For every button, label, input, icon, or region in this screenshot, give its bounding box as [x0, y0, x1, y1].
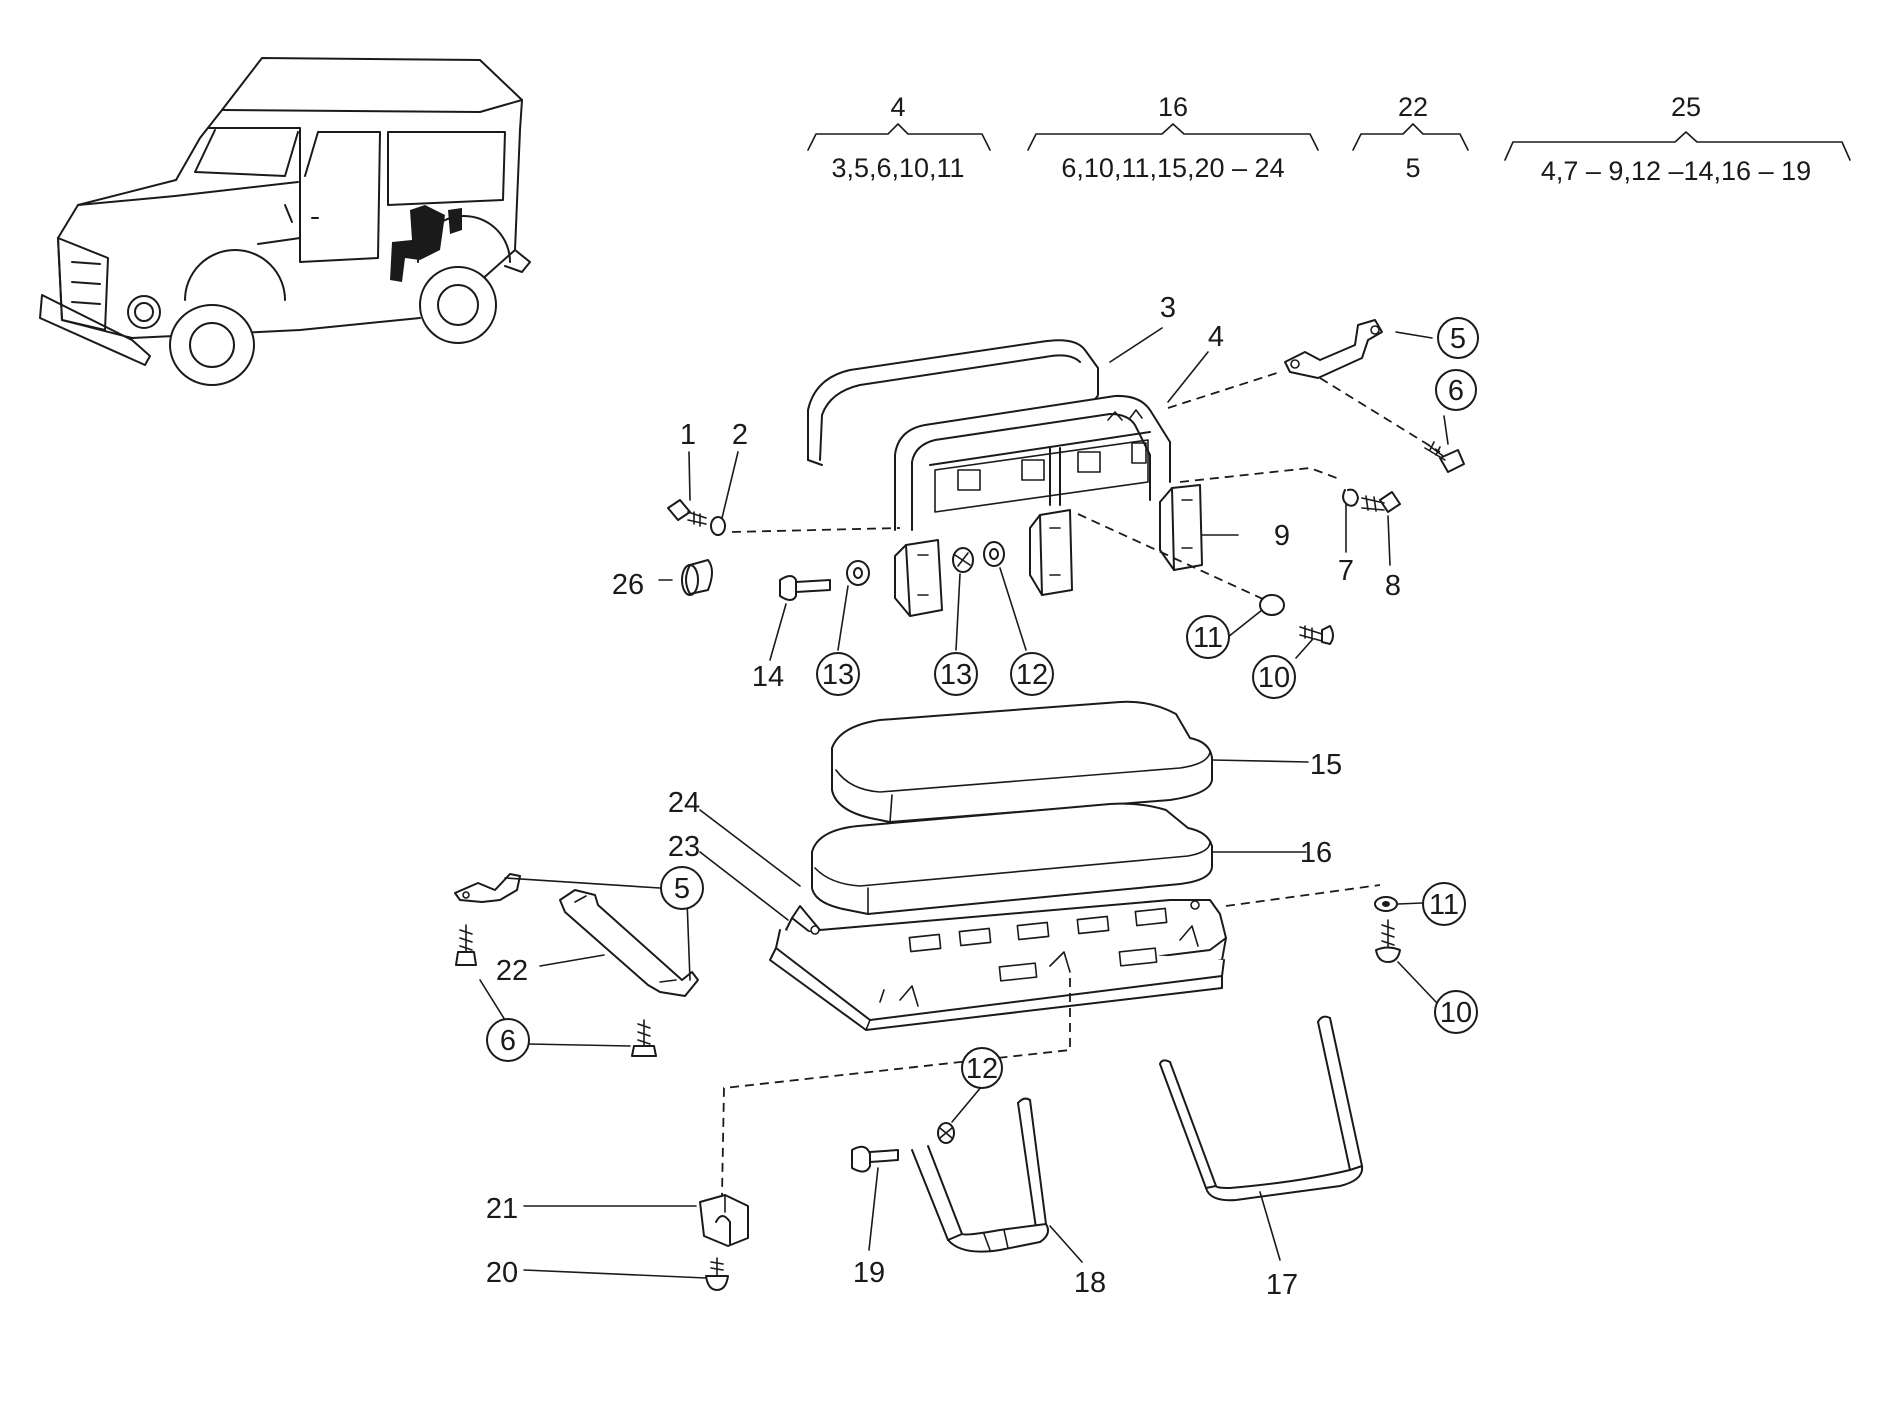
part-label-7: 7 — [1338, 555, 1354, 587]
svg-text:10: 10 — [1440, 997, 1472, 1029]
part-label-15: 15 — [1310, 749, 1342, 781]
washer-7 — [1342, 488, 1359, 507]
group-parts-list: 4,7 – 9,12 –14,16 – 19 — [1541, 156, 1811, 186]
upper-bracket — [1284, 319, 1383, 379]
washer-left-2 — [710, 516, 726, 536]
leg-18 — [911, 1097, 1049, 1253]
svg-text:5: 5 — [674, 873, 690, 905]
part-label-3: 3 — [1160, 292, 1176, 324]
svg-text:12: 12 — [1016, 659, 1048, 691]
circled-label-5-upper: 5 — [1437, 317, 1479, 359]
part-labels: 3 4 1 2 9 7 8 26 14 15 16 24 23 22 21 20… — [486, 292, 1401, 1301]
washer-13b — [952, 547, 974, 573]
assembly-line — [1167, 371, 1281, 409]
part-label-4: 4 — [1208, 321, 1224, 353]
group-parts-list: 6,10,11,15,20 – 24 — [1061, 153, 1284, 183]
leader-lines — [479, 327, 1449, 1279]
strap-22 — [559, 889, 699, 997]
svg-text:10: 10 — [1258, 662, 1290, 694]
assembly-line — [1225, 884, 1381, 907]
pivot-bolt-19 — [851, 1145, 899, 1173]
washer-13a — [846, 560, 870, 586]
screw-upper-6 — [1424, 441, 1465, 473]
group-header-4: 25 4,7 – 9,12 –14,16 – 19 — [1504, 92, 1851, 186]
leg-17 — [1159, 1015, 1364, 1202]
svg-text:12: 12 — [966, 1053, 998, 1085]
washer-12a — [983, 541, 1005, 567]
svg-text:11: 11 — [1193, 622, 1223, 654]
circled-label-11-upper: 11 — [1186, 615, 1230, 659]
part-label-18: 18 — [1074, 1267, 1106, 1299]
circled-label-10-upper: 10 — [1252, 655, 1296, 699]
washer-11a — [1259, 594, 1285, 616]
group-number: 25 — [1671, 92, 1701, 122]
part-label-22: 22 — [496, 955, 528, 987]
circled-label-6-upper: 6 — [1435, 369, 1477, 411]
part-label-16: 16 — [1300, 837, 1332, 869]
group-number: 4 — [890, 92, 905, 122]
pivot-bolt-14 — [779, 575, 831, 601]
screw-left-6 — [455, 924, 477, 966]
part-label-9: 9 — [1274, 520, 1290, 552]
svg-text:6: 6 — [1448, 375, 1464, 407]
circled-label-13-left: 13 — [816, 652, 860, 696]
spacer-26 — [681, 559, 713, 596]
svg-text:6: 6 — [500, 1025, 516, 1057]
group-header-1: 4 3,5,6,10,11 — [807, 92, 991, 183]
clip-21 — [699, 1194, 749, 1247]
screw-left-1 — [667, 499, 707, 527]
seat-cushion-15 — [831, 700, 1213, 823]
screw-10b — [1375, 919, 1401, 963]
group-number: 16 — [1158, 92, 1188, 122]
part-label-8: 8 — [1385, 570, 1401, 602]
group-parts-list: 5 — [1405, 153, 1420, 183]
small-bracket-5 — [454, 873, 521, 903]
part-label-1: 1 — [680, 419, 696, 451]
assembly-line — [1179, 467, 1343, 483]
seat-frame — [769, 899, 1227, 1031]
group-header-2: 16 6,10,11,15,20 – 24 — [1027, 92, 1319, 183]
part-label-17: 17 — [1266, 1269, 1298, 1301]
washer-11b — [1374, 896, 1398, 912]
part-label-14: 14 — [752, 661, 784, 693]
screw-20 — [705, 1257, 729, 1291]
circled-label-11-lower: 11 — [1422, 882, 1466, 926]
circled-label-12-lower: 12 — [961, 1047, 1003, 1089]
svg-text:11: 11 — [1429, 889, 1459, 921]
part-label-20: 20 — [486, 1257, 518, 1289]
washer-12b — [937, 1122, 955, 1144]
group-number: 22 — [1398, 92, 1428, 122]
part-label-26: 26 — [612, 569, 644, 601]
group-header-3: 22 5 — [1352, 92, 1469, 183]
screw-10a — [1299, 625, 1334, 645]
circled-label-13-right: 13 — [934, 652, 978, 696]
screw-8 — [1361, 491, 1401, 513]
backrest-frame — [894, 394, 1171, 531]
part-label-21: 21 — [486, 1193, 518, 1225]
screw-6b — [631, 1019, 657, 1057]
circled-label-10-lower: 10 — [1434, 990, 1478, 1034]
assembly-line — [721, 978, 1071, 1196]
backrest-cushion — [807, 339, 1099, 466]
svg-text:13: 13 — [940, 659, 972, 691]
part-label-24: 24 — [668, 787, 700, 819]
part-label-19: 19 — [853, 1257, 885, 1289]
assembly-line — [1319, 377, 1441, 453]
seat-base-16 — [811, 802, 1213, 915]
assembly-line — [1077, 513, 1266, 601]
group-parts-list: 3,5,6,10,11 — [831, 153, 964, 183]
part-label-23: 23 — [668, 831, 700, 863]
svg-text:13: 13 — [822, 659, 854, 691]
circled-label-5-lower: 5 — [660, 866, 704, 910]
part-label-2: 2 — [732, 419, 748, 451]
hinge-brackets — [894, 484, 1203, 617]
assembly-line — [731, 527, 901, 533]
svg-text:5: 5 — [1450, 323, 1466, 355]
circled-label-6-lower: 6 — [486, 1018, 530, 1062]
circled-labels: 5 6 13 13 12 11 10 5 — [486, 317, 1479, 1089]
vehicle-thumbnail — [39, 57, 531, 386]
circled-label-12-upper: 12 — [1010, 652, 1054, 696]
